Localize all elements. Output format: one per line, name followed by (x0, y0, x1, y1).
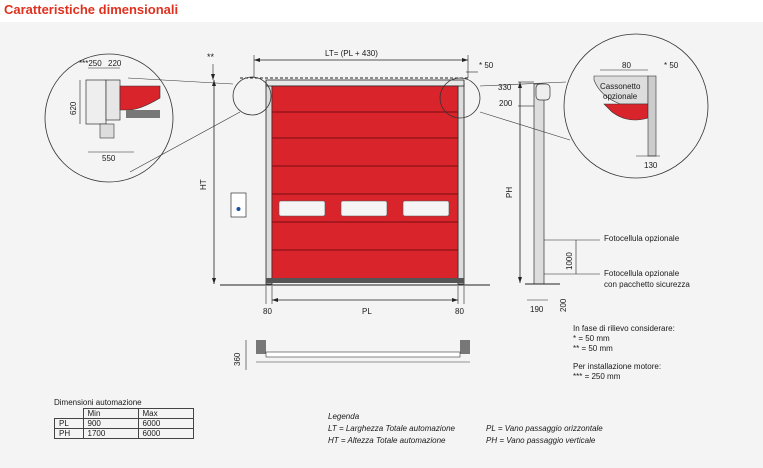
detail-right-50: * 50 (664, 61, 679, 70)
right-detail: Cassonetto opzionale 80 * 50 130 (479, 33, 709, 179)
detail-220: 220 (108, 59, 122, 68)
side-190: 190 (530, 305, 544, 314)
cassonetto-line2: opzionale (603, 92, 638, 101)
fotocellula-label: Fotocellula opzionale (604, 234, 680, 243)
star1-50-label: * 50 (479, 61, 494, 70)
left-detail: ***250 220 620 550 (44, 53, 241, 183)
star2-mark: ** (207, 52, 215, 62)
dimension-table: Dimensioni automazione Min Max PL 900 60… (54, 398, 194, 439)
side-200-bottom: 200 (559, 298, 568, 312)
table-title: Dimensioni automazione (54, 398, 142, 407)
table-header-row: Min Max (54, 408, 194, 419)
detail-620: 620 (69, 101, 78, 115)
side80-right: 80 (455, 307, 464, 316)
legend-ph: PH = Vano passaggio verticale (486, 435, 596, 445)
row-max: 6000 (137, 428, 194, 439)
row-max: 6000 (137, 418, 194, 429)
plan-360: 360 (233, 352, 242, 366)
detail-right-80: 80 (622, 61, 631, 70)
legend-ht: HT = Altezza Totale automazione (328, 435, 446, 445)
row-label: PH (54, 428, 84, 439)
cassonetto-line1: Cassonetto (600, 82, 641, 91)
row-min: 1700 (82, 428, 139, 439)
side-view: PH 330 200 1000 190 200 Fotocellula opzi… (498, 81, 690, 314)
plan-view: 360 (233, 340, 470, 370)
notes: In fase di rilievo considerare: * = 50 m… (573, 324, 675, 382)
notes-motor-intro: Per installazione motore: (573, 362, 662, 371)
pl-label: PL (362, 307, 372, 316)
detail-right-130: 130 (644, 161, 658, 170)
legend-lt: LT = Larghezza Totale automazione (328, 423, 455, 433)
legend: Legenda LT = Larghezza Totale automazion… (328, 410, 603, 446)
page-title: Caratteristiche dimensionali (4, 2, 179, 17)
side80-left: 80 (263, 307, 272, 316)
detail-250: ***250 (79, 59, 102, 68)
detail-550: 550 (102, 154, 116, 163)
row-label: PL (54, 418, 84, 429)
header-max: Max (137, 408, 194, 419)
note-3: *** = 250 mm (573, 372, 621, 381)
table-row: PL 900 6000 (54, 418, 194, 429)
table-row: PH 1700 6000 (54, 428, 194, 439)
header-min: Min (82, 408, 139, 419)
table: Min Max PL 900 6000 PH 1700 6000 (54, 408, 194, 439)
side-1000: 1000 (565, 252, 574, 270)
notes-intro: In fase di rilievo considerare: (573, 324, 675, 333)
legend-pl: PL = Vano passaggio orizzontale (486, 423, 603, 433)
note-1: * = 50 mm (573, 334, 610, 343)
ht-label: HT (199, 179, 208, 190)
ph-label: PH (505, 187, 514, 198)
front-view: LT= (PL + 430) ** * 50 HT PL 80 80 (199, 49, 494, 316)
fotocellula2-line2: con pacchetto sicurezza (604, 280, 690, 289)
side-330: 330 (498, 83, 512, 92)
fotocellula2-line1: Fotocellula opzionale (604, 269, 680, 278)
lt-label: LT= (PL + 430) (325, 49, 378, 58)
row-min: 900 (82, 418, 139, 429)
legend-title: Legenda (328, 411, 360, 421)
note-2: ** = 50 mm (573, 344, 613, 353)
side-200: 200 (499, 99, 513, 108)
